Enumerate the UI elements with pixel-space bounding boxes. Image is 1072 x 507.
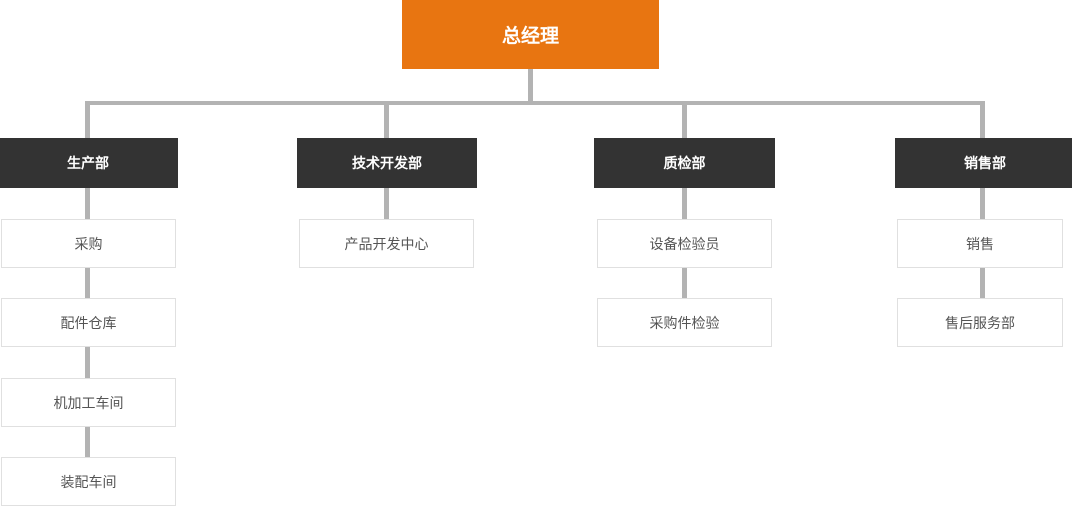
connector-col3-gap1 bbox=[682, 186, 687, 221]
dept-node-tech-development: 技术开发部 bbox=[297, 138, 477, 188]
connector-col1-gap4 bbox=[85, 424, 90, 459]
dept-node-sales: 销售部 bbox=[895, 138, 1072, 188]
sub-node-assembly-workshop: 装配车间 bbox=[1, 457, 176, 506]
connector-col4-gap1 bbox=[980, 186, 985, 221]
connector-root-drop bbox=[528, 69, 533, 103]
connector-col1-drop bbox=[85, 101, 90, 140]
connector-col3-gap2 bbox=[682, 266, 687, 300]
dept-node-quality-inspection: 质检部 bbox=[594, 138, 775, 188]
connector-main-horizontal bbox=[86, 101, 985, 105]
sub-node-label: 采购件检验 bbox=[649, 314, 720, 331]
dept-node-label: 技术开发部 bbox=[352, 155, 422, 171]
sub-node-label: 装配车间 bbox=[60, 473, 117, 490]
sub-node-product-dev-center: 产品开发中心 bbox=[299, 219, 474, 268]
sub-node-parts-warehouse: 配件仓库 bbox=[1, 298, 176, 347]
sub-node-purchasing: 采购 bbox=[1, 219, 176, 268]
connector-col1-gap1 bbox=[85, 186, 90, 221]
root-node-label: 总经理 bbox=[501, 26, 559, 47]
sub-node-label: 销售 bbox=[966, 235, 994, 252]
connector-col2-gap1 bbox=[384, 186, 389, 221]
sub-node-label: 配件仓库 bbox=[60, 314, 117, 331]
sub-node-purchased-parts-inspection: 采购件检验 bbox=[597, 298, 772, 347]
connector-col3-drop bbox=[682, 101, 687, 140]
dept-node-label: 生产部 bbox=[67, 155, 109, 171]
sub-node-label: 设备检验员 bbox=[649, 235, 720, 252]
connector-col1-gap3 bbox=[85, 345, 90, 380]
sub-node-after-sales-service: 售后服务部 bbox=[897, 298, 1063, 347]
sub-node-equipment-inspector: 设备检验员 bbox=[597, 219, 772, 268]
connector-col4-gap2 bbox=[980, 266, 985, 300]
connector-col2-drop bbox=[384, 101, 389, 140]
root-node-general-manager: 总经理 bbox=[402, 0, 659, 69]
sub-node-label: 采购 bbox=[74, 235, 103, 252]
dept-node-label: 销售部 bbox=[964, 155, 1006, 171]
connector-col1-gap2 bbox=[85, 266, 90, 300]
sub-node-label: 产品开发中心 bbox=[344, 235, 429, 252]
connector-col4-drop bbox=[980, 101, 985, 140]
sub-node-machining-workshop: 机加工车间 bbox=[1, 378, 176, 427]
dept-node-production: 生产部 bbox=[0, 138, 178, 188]
sub-node-label: 机加工车间 bbox=[53, 394, 124, 411]
sub-node-label: 售后服务部 bbox=[945, 314, 1015, 331]
dept-node-label: 质检部 bbox=[663, 155, 706, 171]
sub-node-sales: 销售 bbox=[897, 219, 1063, 268]
